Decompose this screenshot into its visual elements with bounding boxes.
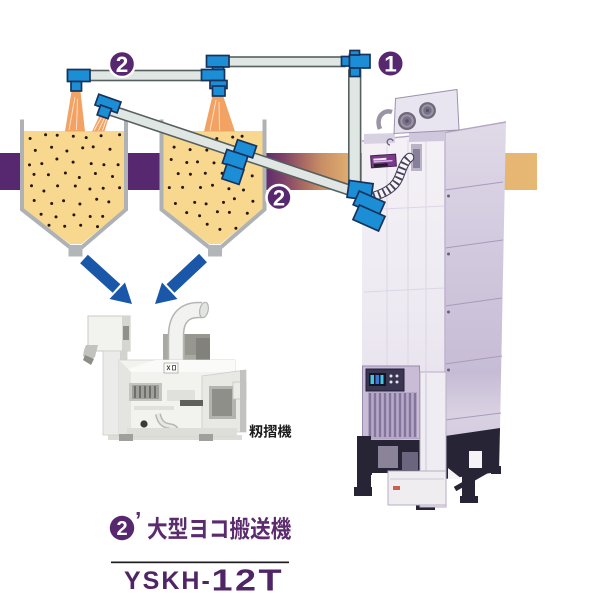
svg-text:2: 2 <box>116 52 129 77</box>
svg-text:2: 2 <box>273 186 285 211</box>
svg-text:’: ’ <box>135 507 141 533</box>
svg-text:YSKH-: YSKH- <box>124 567 212 595</box>
svg-text:2: 2 <box>116 518 127 540</box>
svg-text:12T: 12T <box>212 564 285 598</box>
svg-text:1: 1 <box>384 52 397 77</box>
